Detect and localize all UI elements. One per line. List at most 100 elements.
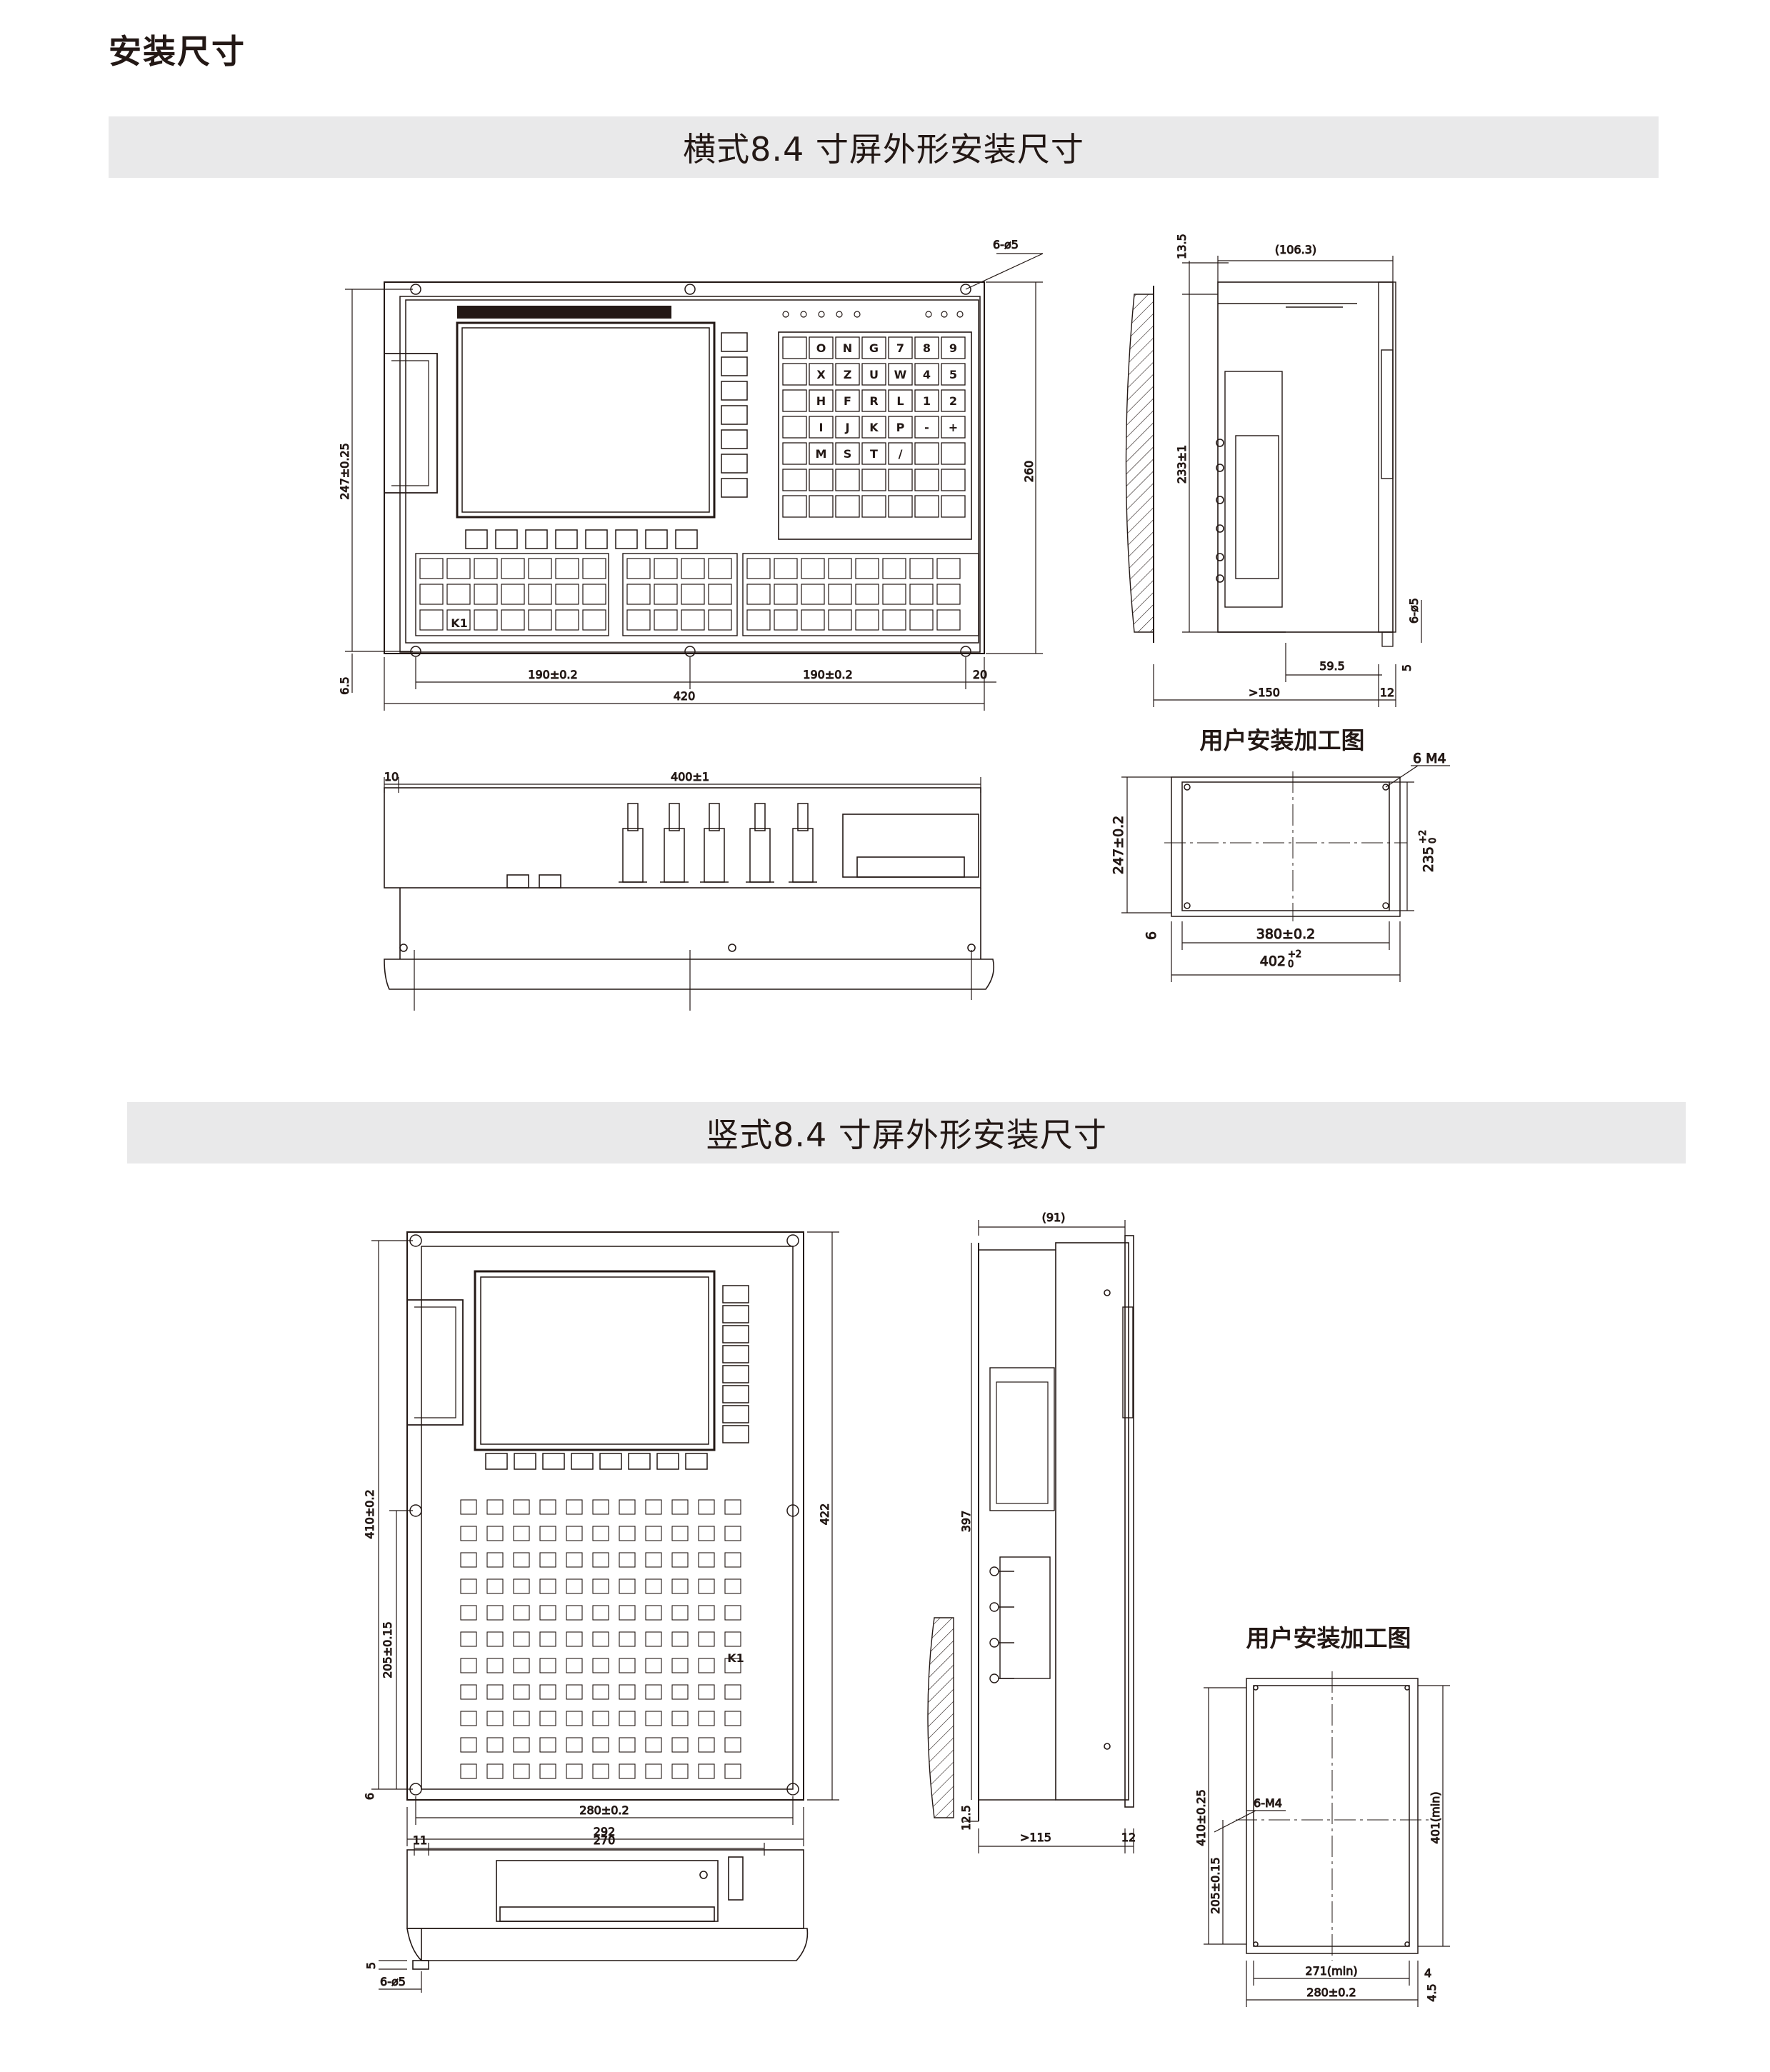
h-side-offset-label: 59.5 [1319,659,1345,673]
v-keypad-key [619,1763,636,1779]
v-keypad-key [645,1737,662,1753]
v-wall-hatch [927,1617,954,1818]
keypad-key-label: U [869,368,879,381]
v-keypad-key [619,1631,636,1647]
v-keypad-key [566,1526,583,1541]
keypad-key-label: 8 [923,341,931,355]
function-key [936,584,961,605]
v-keypad-key [671,1763,689,1779]
keypad-key [809,416,834,439]
h-cutout-height-label: 247±0.2 [1111,816,1126,874]
keypad-key [914,336,939,359]
v-front-width-holes: 280±0.2 [579,1803,629,1817]
function-key [909,558,934,579]
keypad-key-label: Z [844,368,852,381]
v-keypad-key [513,1763,530,1779]
h-front-half-left: 190±0.2 [528,668,577,681]
function-key [654,609,678,631]
function-key [801,558,825,579]
v-keypad-key [645,1684,662,1700]
keypad-key-label: G [869,341,879,355]
vertical-front-dimensions [371,1231,839,1846]
keypad-key [782,336,807,359]
function-key [681,558,705,579]
v-keypad-key [724,1631,741,1647]
front-screw-holes [410,284,971,657]
v-keypad-key [539,1763,556,1779]
function-key [446,558,471,579]
k1-key-label: K1 [451,616,468,630]
horizontal-cutout-dimensions [1121,765,1450,982]
function-key [501,558,525,579]
keypad-key [835,469,860,491]
horizontal-bottom-dimensions [384,777,981,793]
vertical-keypad-keys: K1 [460,1499,744,1779]
h-side-height-label: 233±1 [1175,445,1189,484]
function-key [746,584,771,605]
v-keypad-key [460,1763,477,1779]
v-keypad-key [645,1526,662,1541]
keypad-key [941,469,966,491]
h-cutout-margin: 6 [1144,931,1159,940]
h-cutout-height-tol-low: 0 [1428,838,1439,844]
function-key [419,584,444,605]
brand-logo-bar [457,306,671,319]
h-front-right-margin: 20 [973,668,987,681]
v-keypad-key [671,1737,689,1753]
section-title-vertical: 竖式8.4 寸屏外形安装尺寸 [706,1116,1107,1154]
v-keypad-key [486,1499,504,1515]
v-keypad-key [460,1552,477,1568]
h-cutout-width-tol-low: 0 [1288,959,1294,970]
function-key [626,558,651,579]
v-keypad-key [698,1526,715,1541]
keypad-key [914,442,939,465]
function-key [501,584,525,605]
keypad-key [861,469,886,491]
keypad-key-label: S [844,447,852,461]
h-side-hole-label: 6-ø5 [1407,598,1421,624]
keypad-key-label: O [816,341,826,355]
v-keypad-key [619,1711,636,1726]
keypad-key [835,363,860,386]
keypad-key [914,363,939,386]
function-key [626,584,651,605]
keypad-key-label: R [869,394,878,408]
keypad-key-label: W [894,368,907,381]
keypad-key-label: 2 [949,394,957,408]
v-keypad-key [486,1526,504,1541]
v-front-height-total: 422 [818,1503,831,1526]
v-keypad-key [592,1684,609,1700]
function-key [528,558,552,579]
connector-cable [627,803,639,831]
connector-cable [709,803,720,831]
horizontal-front-view [384,281,985,657]
v-keypad-key [486,1737,504,1753]
keypad-key-label: - [924,421,929,434]
function-key [828,609,852,631]
function-key [855,558,879,579]
v-keypad-key [513,1737,530,1753]
keypad-key [941,336,966,359]
function-key [528,584,552,605]
v-keypad-key [592,1578,609,1594]
v-keypad-key [671,1526,689,1541]
keypad-key-label: / [899,447,903,461]
vertical-front-view [406,1231,804,1801]
v-cutout-hole-label: 6-M4 [1254,1796,1282,1810]
v-keypad-key [460,1578,477,1594]
h-cutout-width-tol: +2 [1288,949,1301,960]
function-key [746,558,771,579]
v-keypad-key [513,1499,530,1515]
v-keypad-key [486,1631,504,1647]
keypad-key [888,363,913,386]
keypad-key [782,389,807,412]
v-keypad-key [619,1605,636,1621]
connector-cable [669,803,680,831]
function-key [474,609,498,631]
v-keypad-key [724,1684,741,1700]
v-keypad-key [566,1737,583,1753]
v-keypad-key [513,1658,530,1673]
v-keypad-key [513,1631,530,1647]
keypad-key [888,416,913,439]
